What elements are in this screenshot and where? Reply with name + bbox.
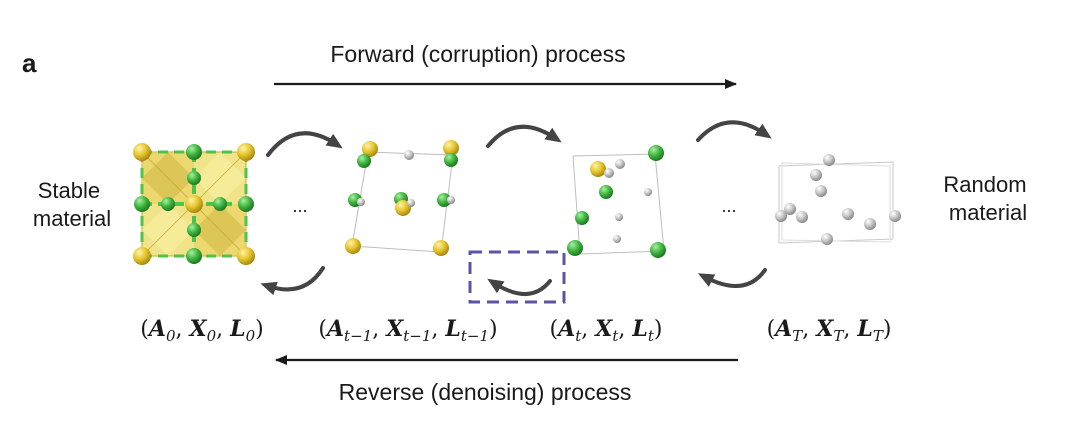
highlight-box [468,250,566,304]
tuple-part: , [175,317,189,342]
tuple-part: A [556,316,575,342]
tuple-t-minus-1-label: (At−1, Xt−1, Lt−1) [318,316,497,345]
tuple-part: t−1 [344,327,372,345]
tuple-part: ( [140,317,149,342]
tuple-part: ( [318,317,327,342]
stable-material-label: Stable material [33,178,111,231]
reverse-process-label: Reverse (denoising) process [339,379,632,405]
crystal-random [775,154,901,245]
tuple-part: ) [255,317,264,342]
tuple-part: , [843,317,857,342]
tuple-part: L [856,316,872,342]
tuple-part: 0 [246,327,256,345]
tuple-part: , [216,317,230,342]
tuple-part: ) [654,317,663,342]
tuple-part: X [814,316,834,342]
tuple-part: 0 [207,327,217,345]
tuple-part: , [372,317,386,342]
tuple-part: 0 [166,327,176,345]
tuple-part: t [575,327,582,345]
tuple-part: A [325,316,344,342]
tuple-part: , [431,317,445,342]
crystal-t [567,145,666,258]
curved-reverse-arrow-3 [697,268,767,288]
curved-forward-arrow-2 [486,124,562,148]
curved-forward-arrow-3 [696,120,772,142]
tuple-t-label: (At, Xt, Lt) [550,316,663,345]
tuple-part: X [384,316,404,342]
tuple-part: t [648,327,655,345]
tuple-part: L [631,316,647,342]
tuple-part: ( [550,317,559,342]
tuple-part: , [581,317,595,342]
tuple-part: , [802,317,816,342]
tuple-part: t−1 [403,327,431,345]
tuple-part: ) [883,317,892,342]
tuple-part: T [873,327,884,345]
tuple-0-label: (A0, X0, L0) [140,316,263,345]
tuple-part: t−1 [461,327,489,345]
tuple-part: A [773,316,792,342]
curved-reverse-arrow-1 [260,266,325,296]
tuple-part: X [187,316,207,342]
forward-process-label: Forward (corruption) process [330,41,625,67]
tuple-part: A [147,316,166,342]
tuple-part: L [444,316,460,342]
tuple-T-label: (AT, XT, LT) [767,316,892,345]
random-material-label: Random material [943,172,1032,225]
tuple-part: ) [489,317,498,342]
tuple-part: t [612,327,619,345]
ellipsis-right: ... [721,196,736,216]
tuple-part: ( [767,317,776,342]
tuple-part: T [792,327,803,345]
tuple-part: T [833,327,844,345]
curved-reverse-arrow-2 [487,278,552,296]
ellipsis-left: ... [292,196,307,216]
tuple-part: X [593,316,613,342]
panel-label: a [22,48,37,78]
tuple-part: , [618,317,632,342]
tuple-part: L [229,316,245,342]
stable-crystal [133,143,255,265]
crystal-t-minus-1 [345,140,459,256]
curved-forward-arrow-1 [266,131,343,157]
